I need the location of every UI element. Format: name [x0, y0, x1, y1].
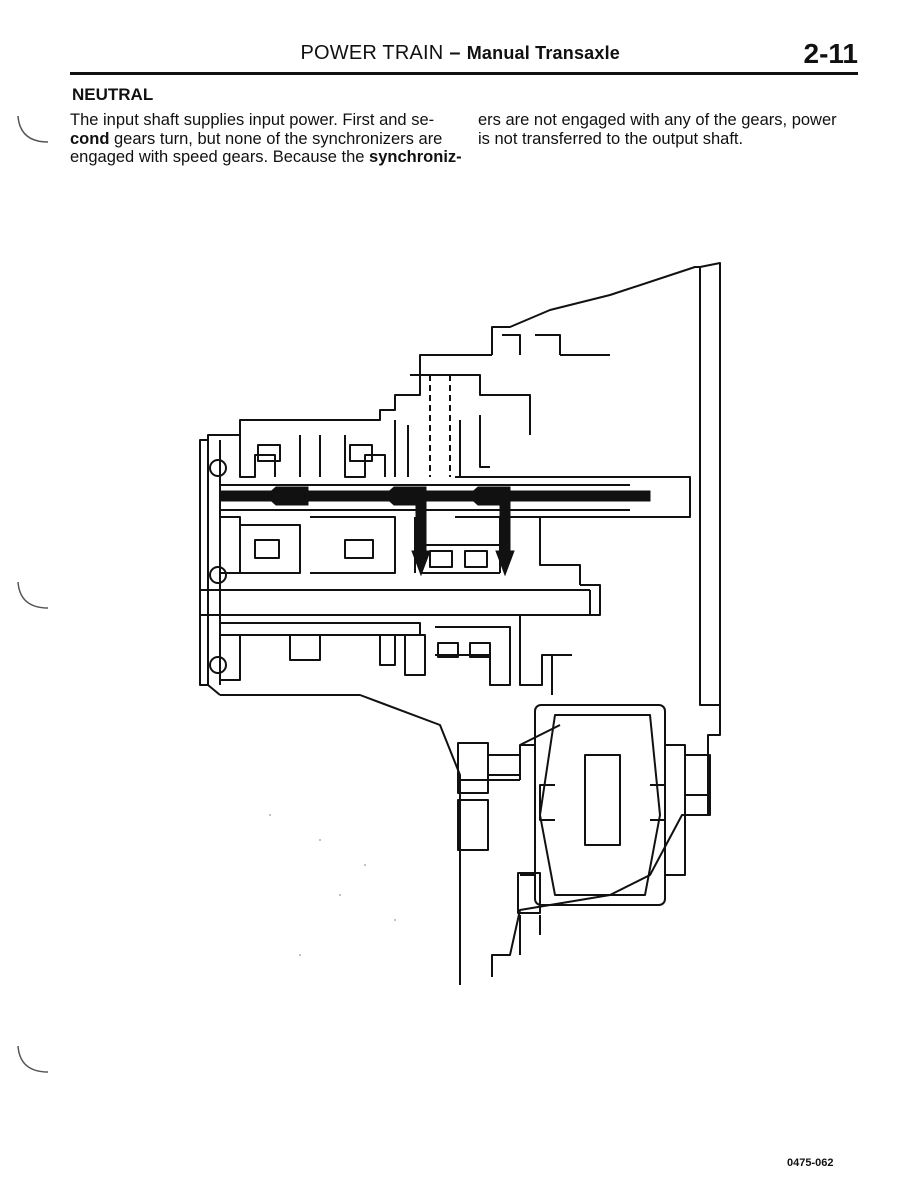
- text-column-right: ers are not engaged with any of the gear…: [478, 111, 858, 148]
- text-line-1: ers are not engaged with any of the gear…: [478, 111, 837, 129]
- binder-mark-top: [17, 115, 49, 143]
- header-section: POWER TRAIN: [300, 42, 444, 64]
- lower-housing: [220, 694, 461, 985]
- figure-number: 0475-062: [787, 1157, 834, 1169]
- power-flow-arrows: [219, 486, 651, 577]
- section-heading: NEUTRAL: [72, 85, 154, 104]
- text-column-left: The input shaft supplies input power. Fi…: [70, 111, 462, 167]
- header-dash: –: [449, 42, 461, 64]
- text-bold-word: cond: [70, 129, 110, 148]
- end-cover: [199, 439, 221, 696]
- upper-housing: [207, 354, 492, 440]
- output-shaft: [200, 589, 590, 616]
- text-line: The input shaft supplies input power. Fi…: [70, 111, 445, 130]
- text-bold-word: synchroniz-: [369, 148, 462, 166]
- header-rule: [70, 72, 858, 75]
- bell-housing: [699, 262, 721, 706]
- text-line-2: gears turn, but none of the synchronizer…: [109, 129, 443, 148]
- text-line: cond gears turn, but none of the synchro…: [70, 130, 445, 149]
- page-number: 2-11: [803, 38, 859, 69]
- text-line-3: engaged with speed gears. Because the: [70, 148, 370, 166]
- text-line: engaged with speed gears. Because the sy…: [70, 148, 462, 167]
- text-line-2: is not transferred to the output shaft.: [478, 129, 744, 148]
- differential-case: [534, 704, 666, 906]
- binder-mark-middle: [17, 581, 49, 609]
- running-header: POWER TRAIN–Manual Transaxle: [0, 42, 620, 65]
- text-line-1: The input shaft supplies input power. Fi…: [70, 111, 435, 129]
- binder-mark-bottom: [17, 1045, 49, 1073]
- header-subsection: Manual Transaxle: [466, 43, 620, 63]
- transaxle-cross-section-diagram: [199, 262, 721, 985]
